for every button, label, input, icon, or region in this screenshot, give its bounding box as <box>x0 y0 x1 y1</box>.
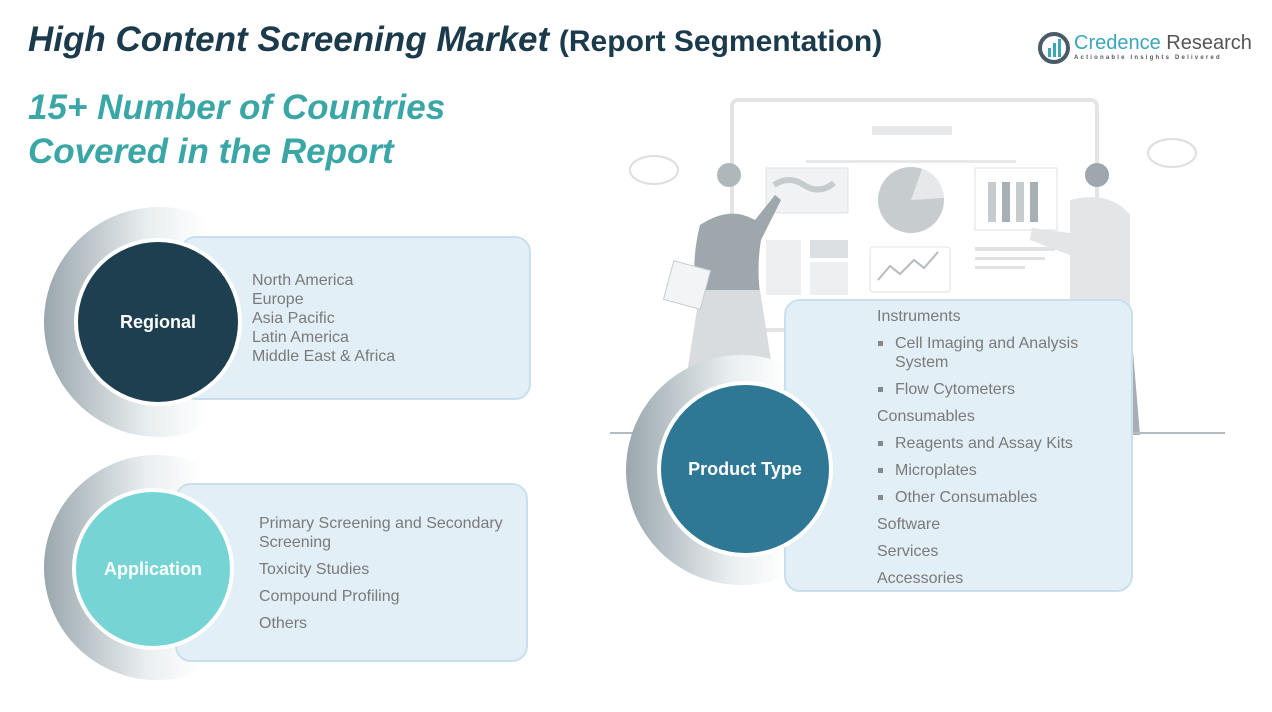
list-item: Other Consumables <box>877 488 1117 507</box>
list-item: Others <box>259 615 308 632</box>
list-item: Primary Screening and Secondary Screenin… <box>259 515 503 551</box>
list-item: Instruments <box>877 308 961 325</box>
list-item: Services <box>877 543 939 560</box>
logo-tagline: Actionable Insights Delivered <box>1074 55 1222 61</box>
application-label: Application <box>104 558 202 579</box>
regional-list: North America Europe Asia Pacific Latin … <box>252 271 395 366</box>
list-item: Microplates <box>877 461 1117 480</box>
list-item: Accessories <box>877 570 964 587</box>
application-circle: Application <box>72 488 234 650</box>
regional-label: Regional <box>119 311 196 332</box>
list-item: Cell Imaging and Analysis System <box>877 334 1117 372</box>
subtitle-line-1: 15+ Number of Countries <box>28 88 446 127</box>
list-item: Compound Profiling <box>259 588 400 605</box>
title-sub: (Report Segmentation) <box>558 25 883 58</box>
product-circle: Product Type <box>657 381 833 557</box>
list-item: Consumables <box>877 408 975 425</box>
list-item: Flow Cytometers <box>877 380 1117 399</box>
credence-research-logo: Credence Research Actionable Insights De… <box>1038 32 1252 66</box>
list-item: Reagents and Assay Kits <box>877 434 1117 453</box>
list-item: Software <box>877 516 941 533</box>
logo-name-2: Research <box>1166 32 1252 54</box>
woman-figure-icon <box>717 163 741 187</box>
list-item: North America <box>252 272 354 289</box>
list-item: Latin America <box>252 329 349 346</box>
title-main: High Content Screening Market <box>28 20 559 59</box>
product-box <box>784 299 1133 592</box>
list-item: Europe <box>252 291 304 308</box>
page-title: High Content Screening Market (Report Se… <box>28 20 882 60</box>
logo-name-1: Credence <box>1074 32 1167 54</box>
list-item: Middle East & Africa <box>252 348 396 365</box>
man-figure-icon <box>1085 163 1109 187</box>
subtitle-line-2: Covered in the Report <box>28 132 394 171</box>
speech-bubble-icon <box>629 155 679 185</box>
product-label: Product Type <box>688 458 802 479</box>
list-item: Asia Pacific <box>252 310 335 327</box>
product-list: Instruments Cell Imaging and Analysis Sy… <box>877 307 1117 596</box>
application-list: Primary Screening and Secondary Screenin… <box>259 514 527 633</box>
logo-icon <box>1038 32 1070 64</box>
list-item: Toxicity Studies <box>259 561 370 578</box>
speech-bubble-icon <box>1147 138 1197 168</box>
regional-circle: Regional <box>74 238 242 406</box>
